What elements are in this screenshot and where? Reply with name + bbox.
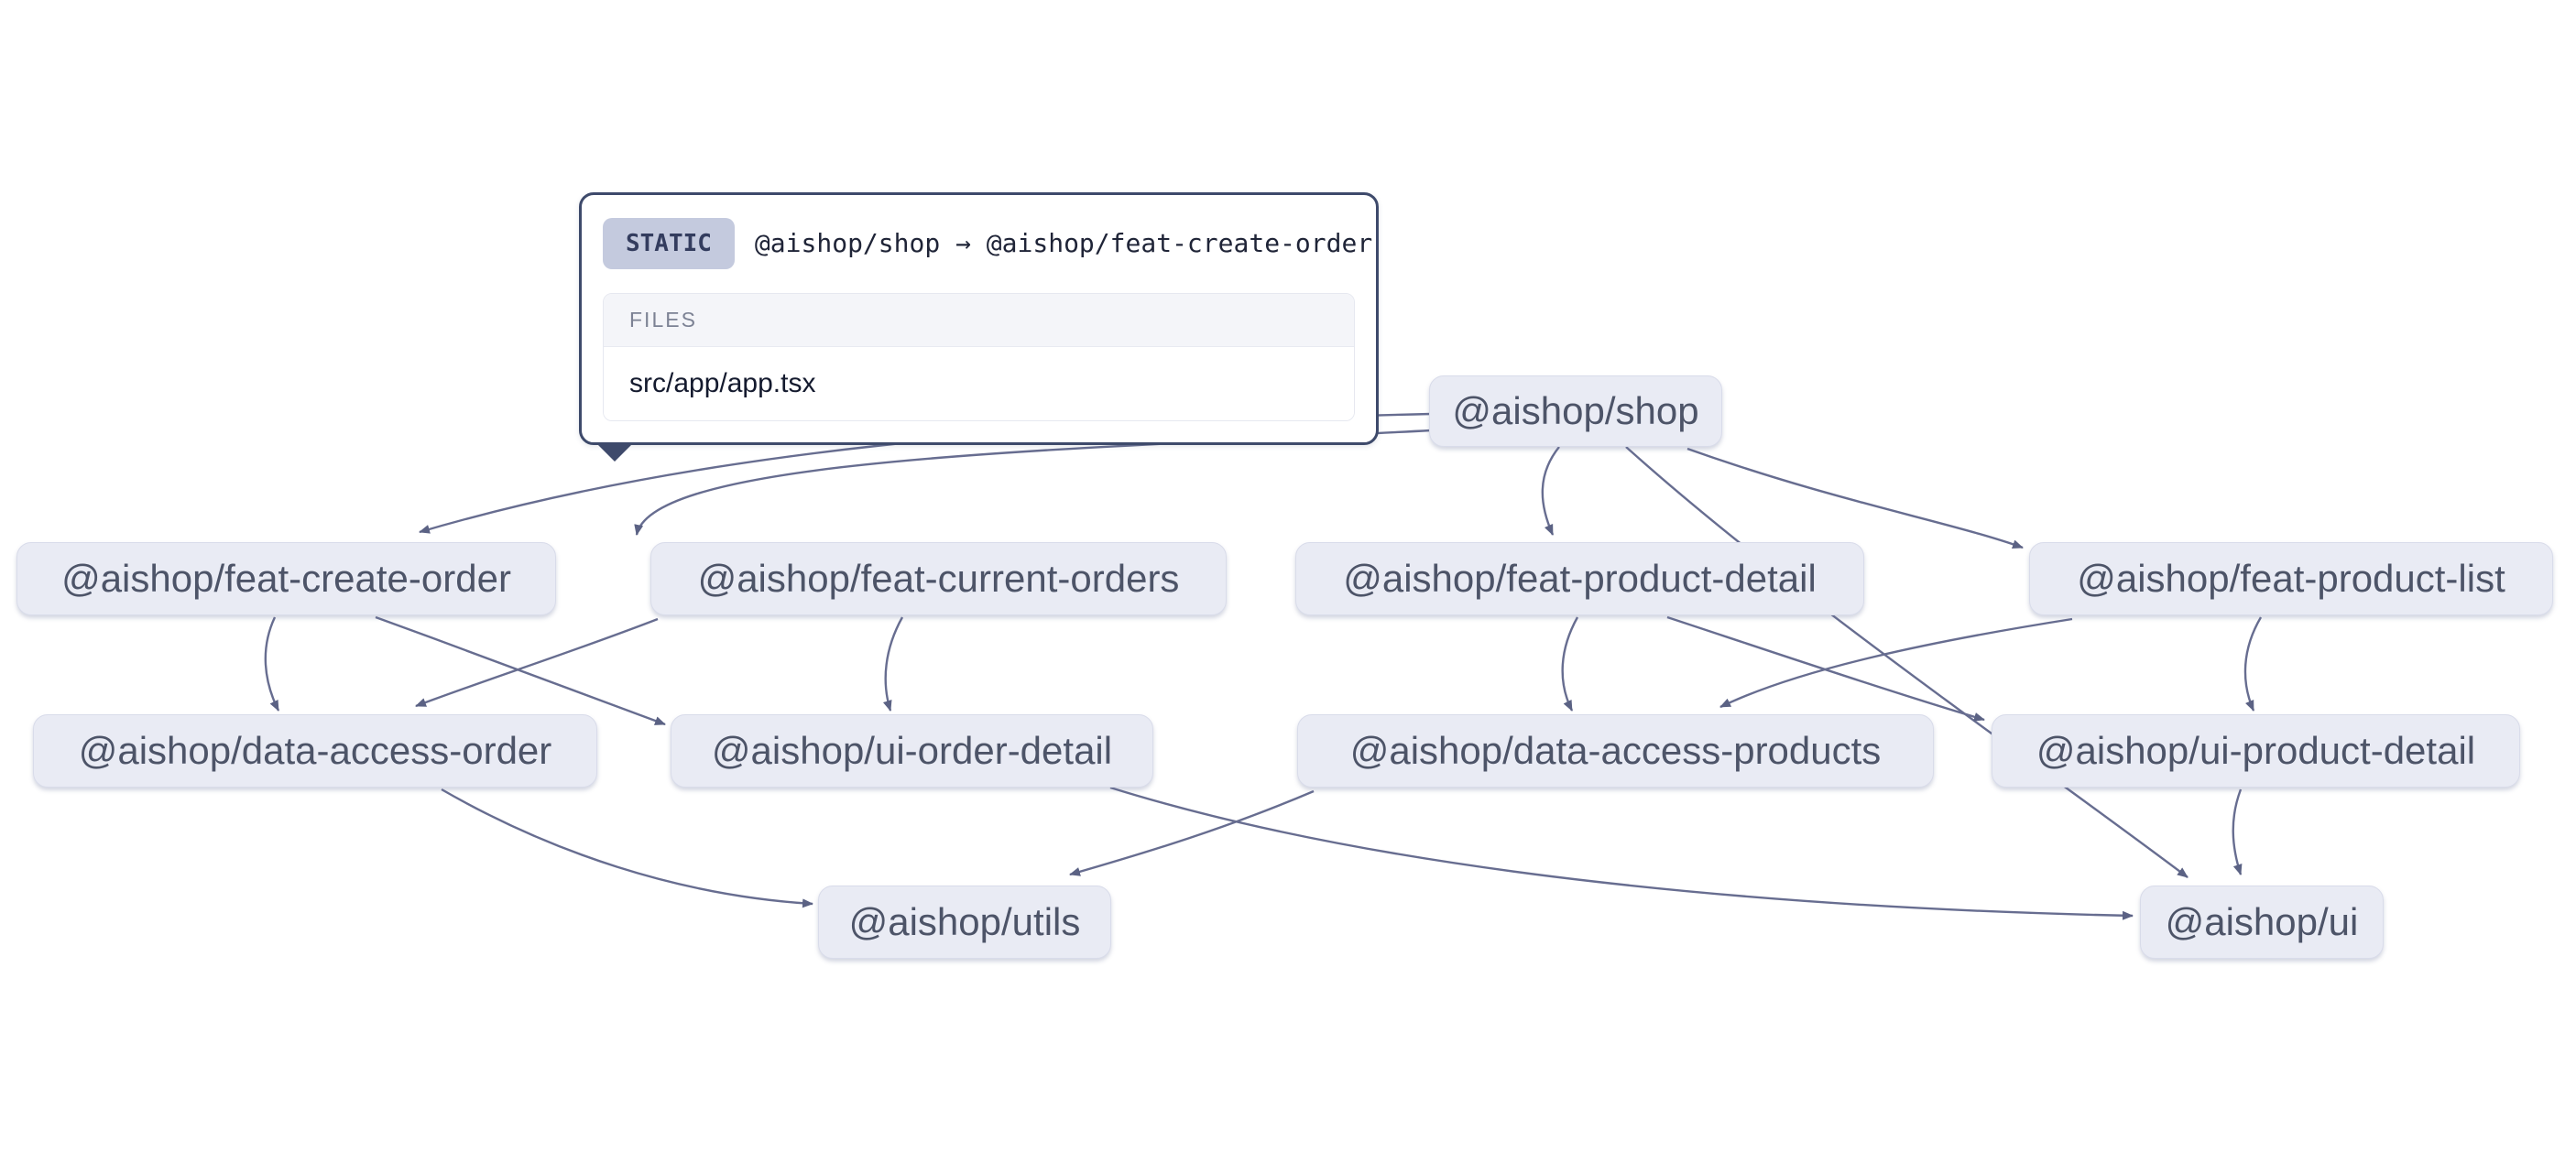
edge-feat-create-order-to-ui-order-detail[interactable] — [375, 615, 666, 726]
edge-type-badge: STATIC — [603, 218, 735, 269]
edge-feat-create-order-to-data-access-order[interactable] — [264, 616, 280, 712]
edge-tooltip: STATIC @aishop/shop → @aishop/feat-creat… — [579, 192, 1379, 462]
edge-feat-current-orders-to-ui-order-detail[interactable] — [882, 616, 904, 712]
edge-shop-to-feat-product-detail[interactable] — [1541, 446, 1560, 536]
tooltip-pointer-icon — [595, 442, 634, 462]
edge-ui-order-detail-to-ui[interactable] — [1109, 786, 2134, 920]
edge-shop-to-feat-product-list[interactable] — [1686, 447, 2024, 549]
graph-node-data-access-products[interactable]: @aishop/data-access-products — [1297, 714, 1934, 788]
edge-feat-product-list-to-data-access-products[interactable] — [1719, 617, 2073, 709]
edge-feat-product-detail-to-ui-product-detail[interactable] — [1666, 615, 1985, 722]
graph-node-feat-product-list[interactable]: @aishop/feat-product-list — [2029, 542, 2553, 615]
edge-feat-product-detail-to-data-access-products[interactable] — [1561, 616, 1579, 712]
tooltip-header: STATIC @aishop/shop → @aishop/feat-creat… — [603, 215, 1372, 272]
edge-ui-product-detail-to-ui[interactable] — [2232, 788, 2243, 875]
files-section-label: FILES — [604, 294, 1354, 347]
edge-tooltip-title: @aishop/shop → @aishop/feat-create-order — [754, 228, 1373, 258]
graph-node-utils[interactable]: @aishop/utils — [818, 886, 1111, 959]
graph-node-data-access-order[interactable]: @aishop/data-access-order — [33, 714, 597, 788]
graph-node-ui[interactable]: @aishop/ui — [2140, 886, 2384, 959]
file-path: src/app/app.tsx — [604, 347, 1354, 420]
edge-shop-to-ui[interactable] — [1625, 446, 2189, 878]
edge-feat-current-orders-to-data-access-order[interactable] — [415, 617, 659, 708]
graph-node-feat-create-order[interactable]: @aishop/feat-create-order — [16, 542, 556, 615]
edge-data-access-products-to-utils[interactable] — [1069, 789, 1315, 876]
edge-data-access-order-to-utils[interactable] — [441, 788, 813, 908]
graph-node-ui-product-detail[interactable]: @aishop/ui-product-detail — [1992, 714, 2520, 788]
graph-node-shop[interactable]: @aishop/shop — [1429, 375, 1722, 447]
graph-node-feat-current-orders[interactable]: @aishop/feat-current-orders — [650, 542, 1227, 615]
graph-node-feat-product-detail[interactable]: @aishop/feat-product-detail — [1295, 542, 1864, 615]
graph-node-ui-order-detail[interactable]: @aishop/ui-order-detail — [671, 714, 1153, 788]
files-panel: FILES src/app/app.tsx — [603, 293, 1355, 421]
edge-feat-product-list-to-ui-product-detail[interactable] — [2243, 616, 2263, 712]
